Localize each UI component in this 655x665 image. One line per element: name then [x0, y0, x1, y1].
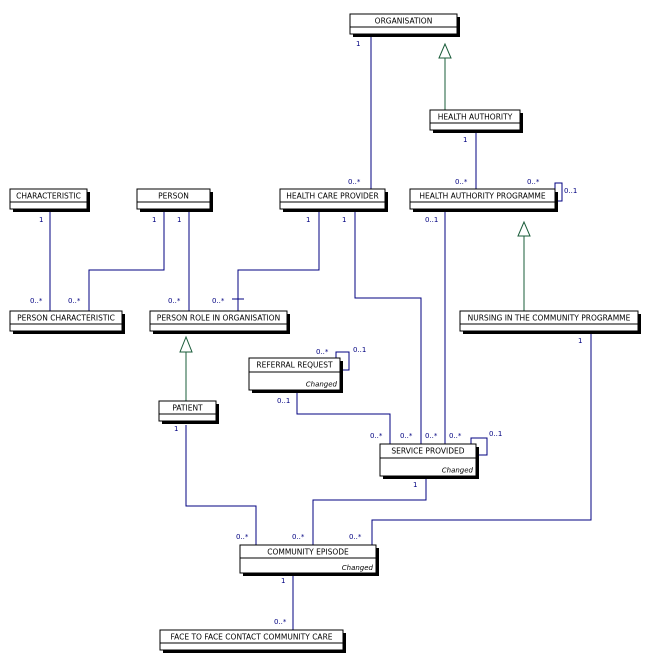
multiplicity-label: 0..* — [527, 178, 540, 186]
multiplicity-label: 0..* — [168, 297, 181, 305]
multiplicity-label: 1 — [39, 216, 43, 224]
class-characteristic[interactable]: CHARACTERISTIC — [9, 188, 90, 212]
class-name: PATIENT — [172, 404, 203, 413]
multiplicity-label: 0..* — [274, 618, 287, 626]
assoc-service-provided-self — [470, 437, 488, 456]
class-person-characteristic[interactable]: PERSON CHARACTERISTIC — [9, 310, 125, 334]
multiplicity-label: 0..* — [455, 178, 468, 186]
multiplicity-label: 1 — [413, 481, 417, 489]
class-health-care-provider[interactable]: HEALTH CARE PROVIDER — [279, 188, 388, 212]
multiplicity-label: 0..1 — [277, 397, 290, 405]
class-name: ORGANISATION — [375, 17, 433, 26]
class-person-role-in-organisation[interactable]: PERSON ROLE IN ORGANISATION — [149, 310, 290, 334]
class-stereotype: Changed — [442, 467, 474, 475]
multiplicity-label: 1 — [578, 337, 582, 345]
assoc-person-person-characteristic — [88, 212, 165, 311]
multiplicity-label: 1 — [177, 216, 181, 224]
assoc-health-care-provider-person-role — [237, 212, 320, 311]
multiplicity-label: 0..1 — [425, 216, 438, 224]
class-name: HEALTH CARE PROVIDER — [286, 192, 379, 201]
assoc-referral-request-self — [335, 351, 350, 371]
class-stereotype: Changed — [342, 564, 374, 572]
generalization-arrow-person-role — [179, 335, 193, 353]
class-person[interactable]: PERSON — [136, 188, 213, 212]
multiplicity-label: 1 — [306, 216, 310, 224]
multiplicity-label: 0..* — [212, 297, 225, 305]
multiplicity-label: 0..* — [30, 297, 43, 305]
multiplicity-label: 0..1 — [489, 430, 502, 438]
class-name: HEALTH AUTHORITY — [438, 113, 513, 122]
multiplicity-label: 0..1 — [353, 346, 366, 354]
class-service-provided[interactable]: SERVICE PROVIDED Changed — [379, 443, 479, 479]
multiplicity-label: 0..* — [236, 533, 249, 541]
multiplicity-label: 0..* — [425, 432, 438, 440]
class-name: NURSING IN THE COMMUNITY PROGRAMME — [468, 314, 631, 323]
multiplicity-label: 1 — [356, 40, 360, 48]
multiplicity-label: 0..* — [316, 348, 329, 356]
class-name: HEALTH AUTHORITY PROGRAMME — [419, 192, 545, 201]
class-name: PERSON — [158, 192, 189, 201]
class-health-authority-programme[interactable]: HEALTH AUTHORITY PROGRAMME — [409, 188, 558, 212]
class-health-authority[interactable]: HEALTH AUTHORITY — [429, 109, 523, 133]
assoc-referral-request-service-provided — [296, 393, 391, 444]
multiplicity-label: 0..* — [400, 432, 413, 440]
multiplicity-label: 0..* — [449, 432, 462, 440]
class-name: FACE TO FACE CONTACT COMMUNITY CARE — [170, 633, 332, 642]
class-name: SERVICE PROVIDED — [391, 447, 464, 456]
class-stereotype: Changed — [306, 381, 338, 389]
class-name: PERSON CHARACTERISTIC — [17, 314, 115, 323]
multiplicity-label: 0..1 — [564, 187, 577, 195]
assoc-patient-community-episode — [185, 425, 257, 545]
multiplicity-label: 0..* — [349, 533, 362, 541]
class-name: REFERRAL REQUEST — [256, 361, 333, 370]
generalization-arrow-hap — [517, 220, 531, 237]
multiplicity-label: 1 — [281, 577, 285, 585]
class-face-to-face-contact-community-care[interactable]: FACE TO FACE CONTACT COMMUNITY CARE — [159, 629, 346, 653]
generalization-arrow-organisation — [438, 42, 452, 59]
multiplicity-label: 0..* — [68, 297, 81, 305]
class-community-episode[interactable]: COMMUNITY EPISODE Changed — [239, 544, 379, 576]
multiplicity-label: 0..* — [370, 432, 383, 440]
multiplicity-label: 0..* — [348, 178, 361, 186]
class-name: PERSON ROLE IN ORGANISATION — [157, 314, 280, 323]
multiplicity-label: 1 — [463, 136, 467, 144]
multiplicity-label: 1 — [342, 216, 346, 224]
multiplicity-label: 0..* — [292, 533, 305, 541]
assoc-hap-self — [554, 182, 563, 202]
class-nursing-in-community-programme[interactable]: NURSING IN THE COMMUNITY PROGRAMME — [459, 310, 641, 334]
assoc-health-care-provider-service-provided — [354, 212, 422, 444]
multiplicity-label: 1 — [152, 216, 156, 224]
class-patient[interactable]: PATIENT — [158, 400, 219, 424]
class-name: CHARACTERISTIC — [16, 192, 81, 201]
class-name: COMMUNITY EPISODE — [267, 548, 349, 557]
multiplicity-label: 1 — [174, 425, 178, 433]
class-referral-request[interactable]: REFERRAL REQUEST Changed — [248, 357, 343, 393]
assoc-service-provided-community-episode — [312, 477, 427, 545]
class-organisation[interactable]: ORGANISATION — [349, 13, 460, 37]
assoc-nursing-community-episode — [371, 334, 592, 545]
